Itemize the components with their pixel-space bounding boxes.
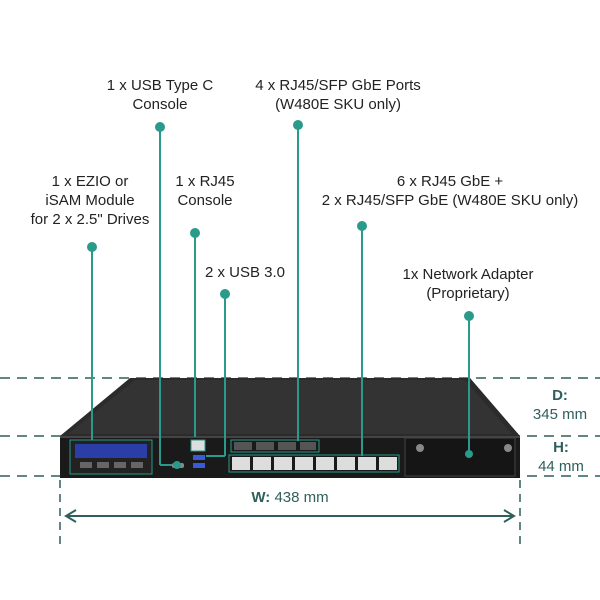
rj45-gbe-ports (228, 454, 400, 473)
depth-dimension-label: D: 345 mm (532, 387, 588, 423)
sfp-ports (230, 439, 320, 453)
width-dimension (59, 480, 521, 545)
usb3-port-2 (193, 463, 205, 468)
rj45-console-callout: 1 x RJ45 Console (175, 173, 235, 209)
usb3-callout: 2 x USB 3.0 (204, 264, 286, 281)
lcd-screen (75, 444, 147, 458)
rj45-console-port (190, 439, 206, 452)
ezio-callout: 1 x EZIO or iSAM Module for 2 x 2.5" Dri… (30, 173, 150, 228)
rj45-sfp-callout: 4 x RJ45/SFP GbE Ports (W480E SKU only) (255, 77, 421, 113)
network-adapter-bay (404, 437, 516, 477)
gbe-callout: 6 x RJ45 GbE + 2 x RJ45/SFP GbE (W480E S… (321, 173, 579, 209)
adapter-callout: 1x Network Adapter (Proprietary) (402, 266, 534, 302)
height-dimension-label: H: 44 mm (538, 439, 584, 475)
usb-c-callout: 1 x USB Type C Console (106, 77, 214, 113)
width-dimension-label: W: 438 mm (251, 489, 329, 506)
callout-leaders (87, 120, 474, 469)
usb3-port-1 (193, 455, 205, 460)
